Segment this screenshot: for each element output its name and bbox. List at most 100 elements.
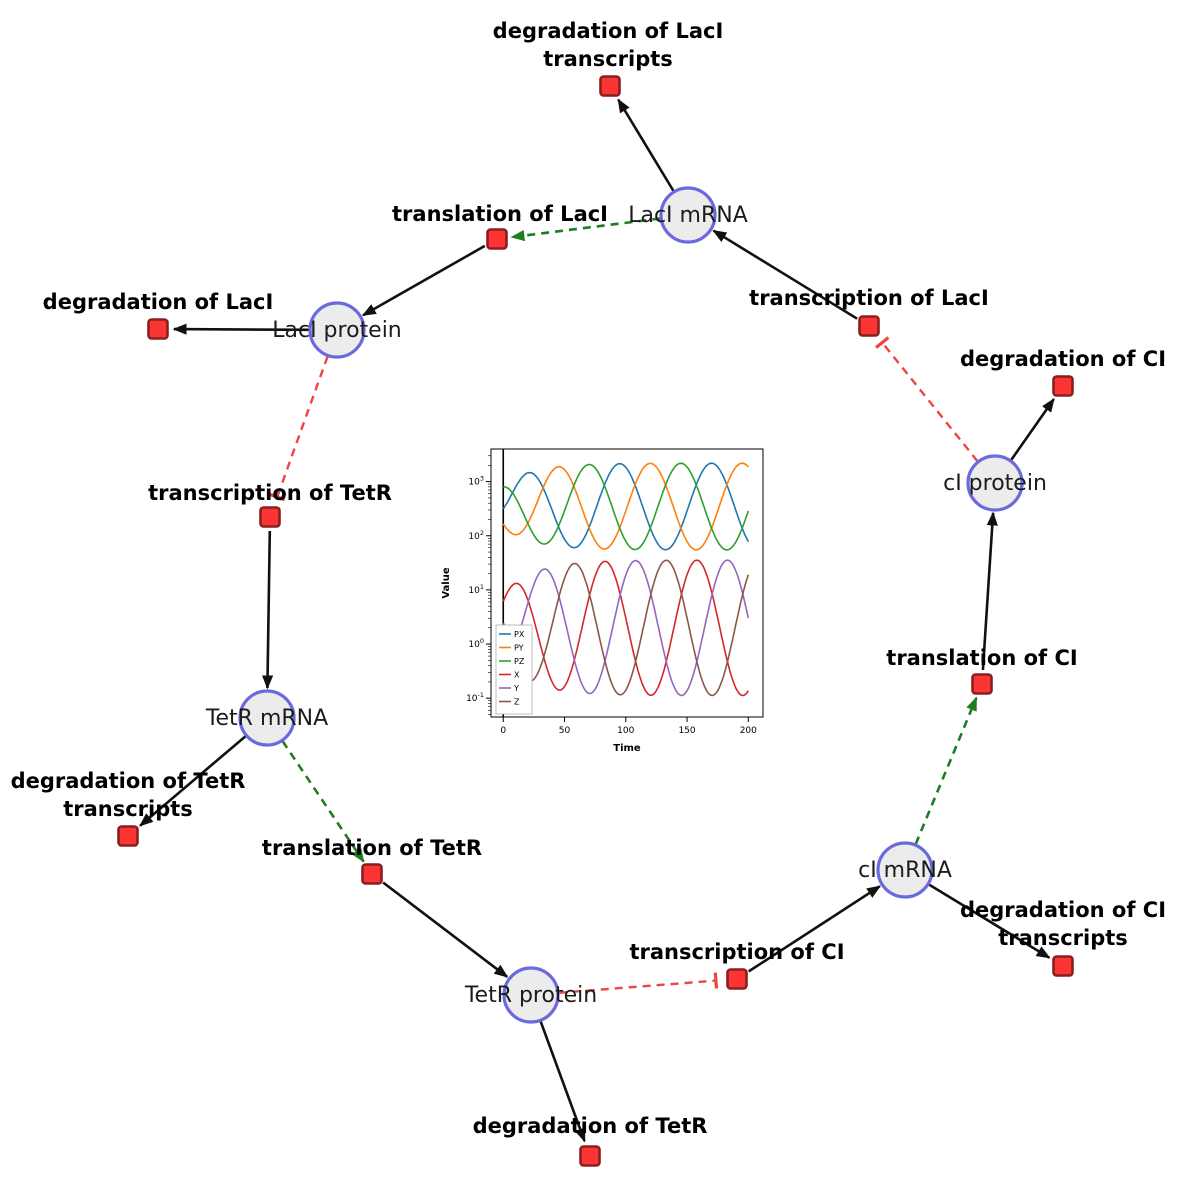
species-label-laci-protein: LacI protein [272,318,402,343]
reaction-label-deg-laci-transcripts-line1: degradation of LacI [493,19,724,43]
series-line-PZ [503,462,750,551]
species-node-laci-mrna[interactable]: LacI mRNA [628,186,748,244]
reaction-node-translation-tetr[interactable]: translation of TetR [262,836,482,885]
y-tick-label: 102 [468,529,484,542]
reaction-label-deg-ci-line1: degradation of CI [960,347,1166,371]
reaction-node-deg-tetr[interactable]: degradation of TetR [473,1114,708,1167]
reaction-node-deg-laci[interactable]: degradation of LacI [43,290,274,340]
reaction-node-translation-ci[interactable]: translation of CI [886,646,1078,695]
reaction-label-deg-laci-line1: degradation of LacI [43,290,274,314]
series-line-PX [502,462,750,551]
species-label-ci-mrna: cI mRNA [858,858,952,883]
reaction-label-deg-tetr-transcripts-line2: transcripts [63,797,193,821]
edge-inhibition-ci-protein-to-transcription-laci [874,336,979,462]
reaction-square-deg-laci-transcripts[interactable] [599,75,621,97]
reaction-square-transcription-ci[interactable] [726,968,748,990]
series-line-PY [502,462,749,551]
species-node-ci-protein[interactable]: cI protein [943,454,1047,512]
species-node-laci-protein[interactable]: LacI protein [272,301,402,359]
x-axis-label: Time [613,743,641,754]
reaction-label-deg-tetr-transcripts-line1: degradation of TetR [11,769,246,793]
reaction-label-translation-tetr-line1: translation of TetR [262,836,482,860]
species-circle-ci-protein[interactable] [966,454,1024,512]
edge-inhibition-tetr-protein-to-transcription-ci [558,972,719,994]
edge-production-transcription-tetr-to-tetr-mrna [261,530,274,690]
species-circle-ci-mrna[interactable] [876,841,934,899]
reaction-square-transcription-laci[interactable] [858,315,880,337]
edge-production-translation-tetr-to-tetr-protein [382,881,509,978]
legend-label-PY: PY [514,644,524,653]
reaction-square-translation-tetr[interactable] [361,863,383,885]
series-line-X [502,559,749,697]
species-circle-laci-protein[interactable] [308,301,366,359]
legend-label-PX: PX [514,630,525,639]
reaction-node-transcription-laci[interactable]: transcription of LacI [749,286,989,337]
species-label-tetr-protein: TetR protein [464,983,597,1008]
x-tick-label: 100 [617,726,634,736]
reaction-node-transcription-tetr[interactable]: transcription of TetR [148,481,392,528]
x-tick-label: 200 [740,726,757,736]
y-tick-label: 103 [468,475,484,488]
species-node-tetr-mrna[interactable]: TetR mRNA [205,689,328,747]
legend-box [495,624,533,715]
species-circle-laci-mrna[interactable] [659,186,717,244]
species-node-ci-mrna[interactable]: cI mRNA [858,841,952,899]
species-label-laci-mrna: LacI mRNA [628,203,748,228]
edges-layer [139,98,1055,1143]
y-tick-label: 100 [468,637,484,650]
reaction-node-translation-laci[interactable]: translation of LacI [392,202,608,250]
edge-consumption-laci-protein-to-deg-laci [172,323,310,335]
edge-modifier-laci-mrna-to-translation-laci [510,217,661,242]
reaction-node-transcription-ci[interactable]: transcription of CI [629,940,845,990]
legend-label-Z: Z [514,698,520,707]
legend-label-PZ: PZ [514,657,525,666]
reaction-square-deg-laci[interactable] [147,318,169,340]
species-node-tetr-protein[interactable]: TetR protein [464,966,597,1024]
species-circle-tetr-protein[interactable] [502,966,560,1024]
reaction-node-deg-ci[interactable]: degradation of CI [960,347,1166,397]
x-tick-label: 150 [678,726,695,736]
species-circle-tetr-mrna[interactable] [238,689,296,747]
edge-consumption-laci-mrna-to-deg-laci-transcripts [617,98,675,192]
edge-modifier-ci-mrna-to-translation-ci [914,696,978,845]
reaction-square-deg-ci[interactable] [1052,375,1074,397]
edge-modifier-tetr-mrna-to-translation-tetr [281,740,365,863]
reaction-label-translation-ci-line1: translation of CI [886,646,1077,670]
y-tick-label: 101 [468,583,484,596]
x-tick-label: 50 [559,726,571,736]
reaction-square-translation-laci[interactable] [486,228,508,250]
series-line-Y [503,559,750,697]
edge-consumption-tetr-mrna-to-deg-tetr-transcripts [139,735,247,827]
reaction-square-transcription-tetr[interactable] [259,506,281,528]
y-axis-label: Value [441,567,452,598]
reaction-label-transcription-laci-line1: transcription of LacI [749,286,989,310]
y-tick-label: 10-1 [466,691,484,704]
plot-frame [490,448,764,718]
reaction-label-deg-ci-transcripts-line1: degradation of CI [960,898,1166,922]
legend-label-Y: Y [513,684,519,693]
edge-production-translation-laci-to-laci-protein [361,244,486,317]
reaction-label-deg-laci-transcripts-line2: transcripts [543,47,673,71]
edge-production-translation-ci-to-ci-protein [981,511,998,671]
reaction-node-deg-tetr-transcripts[interactable]: degradation of TetR transcripts [11,769,246,847]
edge-consumption-ci-protein-to-deg-ci [1010,397,1055,461]
x-tick-label: 0 [500,726,506,736]
edge-consumption-tetr-protein-to-deg-tetr [539,1020,586,1143]
reaction-label-transcription-tetr-line1: transcription of TetR [148,481,392,505]
reaction-square-deg-ci-transcripts[interactable] [1052,955,1074,977]
edge-consumption-ci-mrna-to-deg-ci-transcripts [928,883,1051,959]
reaction-label-translation-laci-line1: translation of LacI [392,202,608,226]
reaction-square-deg-tetr[interactable] [579,1145,601,1167]
reaction-node-deg-laci-transcripts[interactable]: degradation of LacI transcripts [493,19,724,97]
species-label-ci-protein: cI protein [943,471,1047,496]
reaction-square-translation-ci[interactable] [971,673,993,695]
edge-inhibition-laci-protein-to-transcription-tetr [269,355,329,502]
reaction-square-deg-tetr-transcripts[interactable] [117,825,139,847]
reaction-label-transcription-ci-line1: transcription of CI [629,940,844,964]
